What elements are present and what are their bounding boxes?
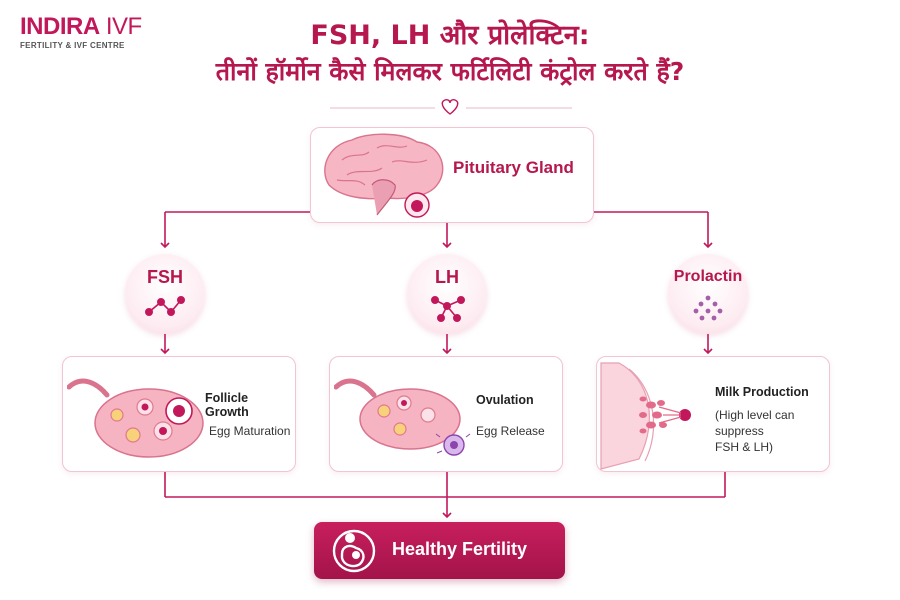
title-line-2: तीनों हॉर्मोन कैसे मिलकर फर्टिलिटी कंट्र… bbox=[215, 57, 685, 86]
effect-subtitle: Egg Maturation bbox=[209, 424, 291, 438]
hormone-lh-label: LH bbox=[435, 267, 459, 287]
logo-brand-light: IVF bbox=[99, 13, 142, 40]
effect-subtitle: Egg Release bbox=[476, 424, 545, 438]
pituitary-card: Pituitary Gland bbox=[310, 127, 594, 223]
logo-brand-bold: INDIRA bbox=[20, 13, 100, 40]
logo-wordmark: INDIRA IVF bbox=[20, 14, 142, 40]
effect-note: (High level can suppress FSH & LH) bbox=[715, 407, 794, 455]
molecule-icon bbox=[430, 295, 465, 322]
effect-title: Ovulation bbox=[476, 393, 534, 407]
mother-baby-icon bbox=[332, 529, 376, 573]
pituitary-label: Pituitary Gland bbox=[453, 158, 574, 177]
ovary-ovulation-icon bbox=[334, 378, 471, 456]
effect-card-lh: Ovulation Egg Release bbox=[329, 356, 563, 472]
result-label: Healthy Fertility bbox=[392, 539, 528, 559]
brand-logo: INDIRA IVF FERTILITY & IVF CENTRE bbox=[20, 14, 142, 51]
result-badge: Healthy Fertility bbox=[314, 522, 565, 579]
hormone-prolactin: Prolactin bbox=[668, 254, 748, 334]
effect-note-line: suppress bbox=[715, 424, 764, 438]
heart-icon bbox=[441, 99, 459, 115]
page-title: FSH, LH और प्रोलेक्टिन: तीनों हॉर्मोन कै… bbox=[0, 18, 900, 90]
logo-tagline: FERTILITY & IVF CENTRE bbox=[20, 41, 125, 50]
breast-gland-icon bbox=[600, 362, 691, 470]
ovary-follicles-icon bbox=[67, 378, 204, 458]
effect-title: Follicle Growth bbox=[205, 391, 249, 419]
molecule-icon bbox=[144, 295, 185, 316]
title-line-1: FSH, LH और प्रोलेक्टिन: bbox=[310, 20, 590, 51]
effect-note-line: FSH & LH) bbox=[715, 440, 774, 454]
hormone-prolactin-label: Prolactin bbox=[673, 268, 743, 285]
title-divider bbox=[330, 99, 572, 115]
effect-card-prolactin: Milk Production (High level can suppress… bbox=[596, 356, 830, 472]
effect-note-line: (High level can bbox=[715, 408, 795, 422]
effect-title: Milk Production bbox=[715, 385, 809, 399]
dots-molecule-icon bbox=[693, 295, 723, 321]
hormone-fsh-label: FSH bbox=[147, 267, 183, 287]
hormone-fsh: FSH bbox=[125, 254, 205, 334]
hormone-lh: LH bbox=[407, 254, 487, 334]
brain-icon bbox=[324, 133, 444, 218]
effect-card-fsh: Follicle Growth Egg Maturation bbox=[62, 356, 296, 472]
